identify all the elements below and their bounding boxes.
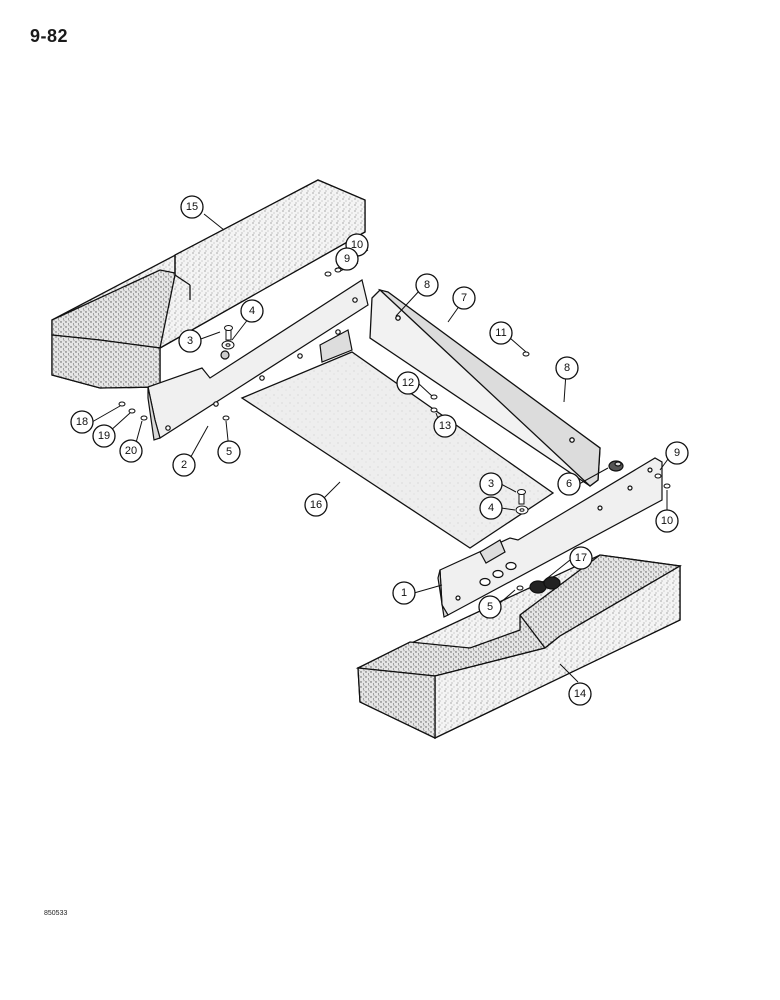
svg-text:3: 3 [488,478,494,490]
svg-text:6: 6 [566,478,572,490]
callout-9-lower: 9 [665,441,689,465]
callout-4-upper: 4 [240,299,264,323]
counterweight-15 [51,179,366,389]
washer-4-lower [515,505,529,515]
svg-text:8: 8 [564,362,570,374]
callout-10-lower: 10 [655,509,679,533]
page-number: 9-82 [30,26,69,46]
svg-text:17: 17 [575,552,587,564]
counterweight-14 [355,554,682,740]
callout-20: 20 [119,439,143,463]
svg-text:1: 1 [401,587,407,599]
svg-text:4: 4 [249,305,255,317]
svg-text:13: 13 [439,420,451,432]
callout-8-upper: 8 [415,273,439,297]
svg-text:10: 10 [351,239,363,251]
callout-2: 2 [172,453,196,477]
callout-4-lower: 4 [479,496,503,520]
callout-7: 7 [452,286,476,310]
bolt-3-lower [517,489,526,505]
callout-9-upper: 9 [335,247,359,271]
small-hardware [118,267,671,591]
svg-text:20: 20 [125,445,137,457]
callout-5-lower: 5 [478,595,502,619]
callout-17: 17 [569,546,593,570]
plugs-17 [529,576,561,594]
callout-18: 18 [70,410,94,434]
svg-text:2: 2 [181,459,187,471]
svg-text:10: 10 [661,515,673,527]
floor-plate-16 [240,351,555,549]
side-plate-1 [437,457,663,618]
svg-text:9: 9 [344,253,350,265]
svg-text:4: 4 [488,502,494,514]
callout-1: 1 [392,581,416,605]
svg-text:12: 12 [402,377,414,389]
callout-5-upper: 5 [217,440,241,464]
callout-13: 13 [433,414,457,438]
svg-text:19: 19 [98,430,110,442]
drawing-code: 850533 [44,910,68,917]
callout-11: 11 [489,321,513,345]
callout-3-upper: 3 [178,329,202,353]
callout-19: 19 [92,424,116,448]
svg-text:18: 18 [76,416,88,428]
bolt-3-upper [224,325,233,341]
washer-4-upper [221,340,235,350]
callout-12: 12 [396,371,420,395]
svg-text:7: 7 [461,292,467,304]
svg-text:11: 11 [495,327,506,339]
svg-text:16: 16 [310,499,322,511]
svg-text:3: 3 [187,335,193,347]
callout-15: 15 [180,195,204,219]
side-plate-2 [147,279,369,441]
callout-8-lower: 8 [555,356,579,380]
svg-text:5: 5 [226,446,232,458]
fitting-6 [608,460,624,472]
callout-3-lower: 3 [479,472,503,496]
svg-text:9: 9 [674,447,680,459]
callout-16: 16 [304,493,328,517]
callout-14: 14 [568,682,592,706]
svg-text:5: 5 [487,601,493,613]
svg-text:15: 15 [186,201,198,213]
svg-text:8: 8 [424,279,430,291]
callout-6: 6 [557,472,581,496]
svg-text:14: 14 [574,688,586,700]
rear-plate-7 [369,288,601,487]
